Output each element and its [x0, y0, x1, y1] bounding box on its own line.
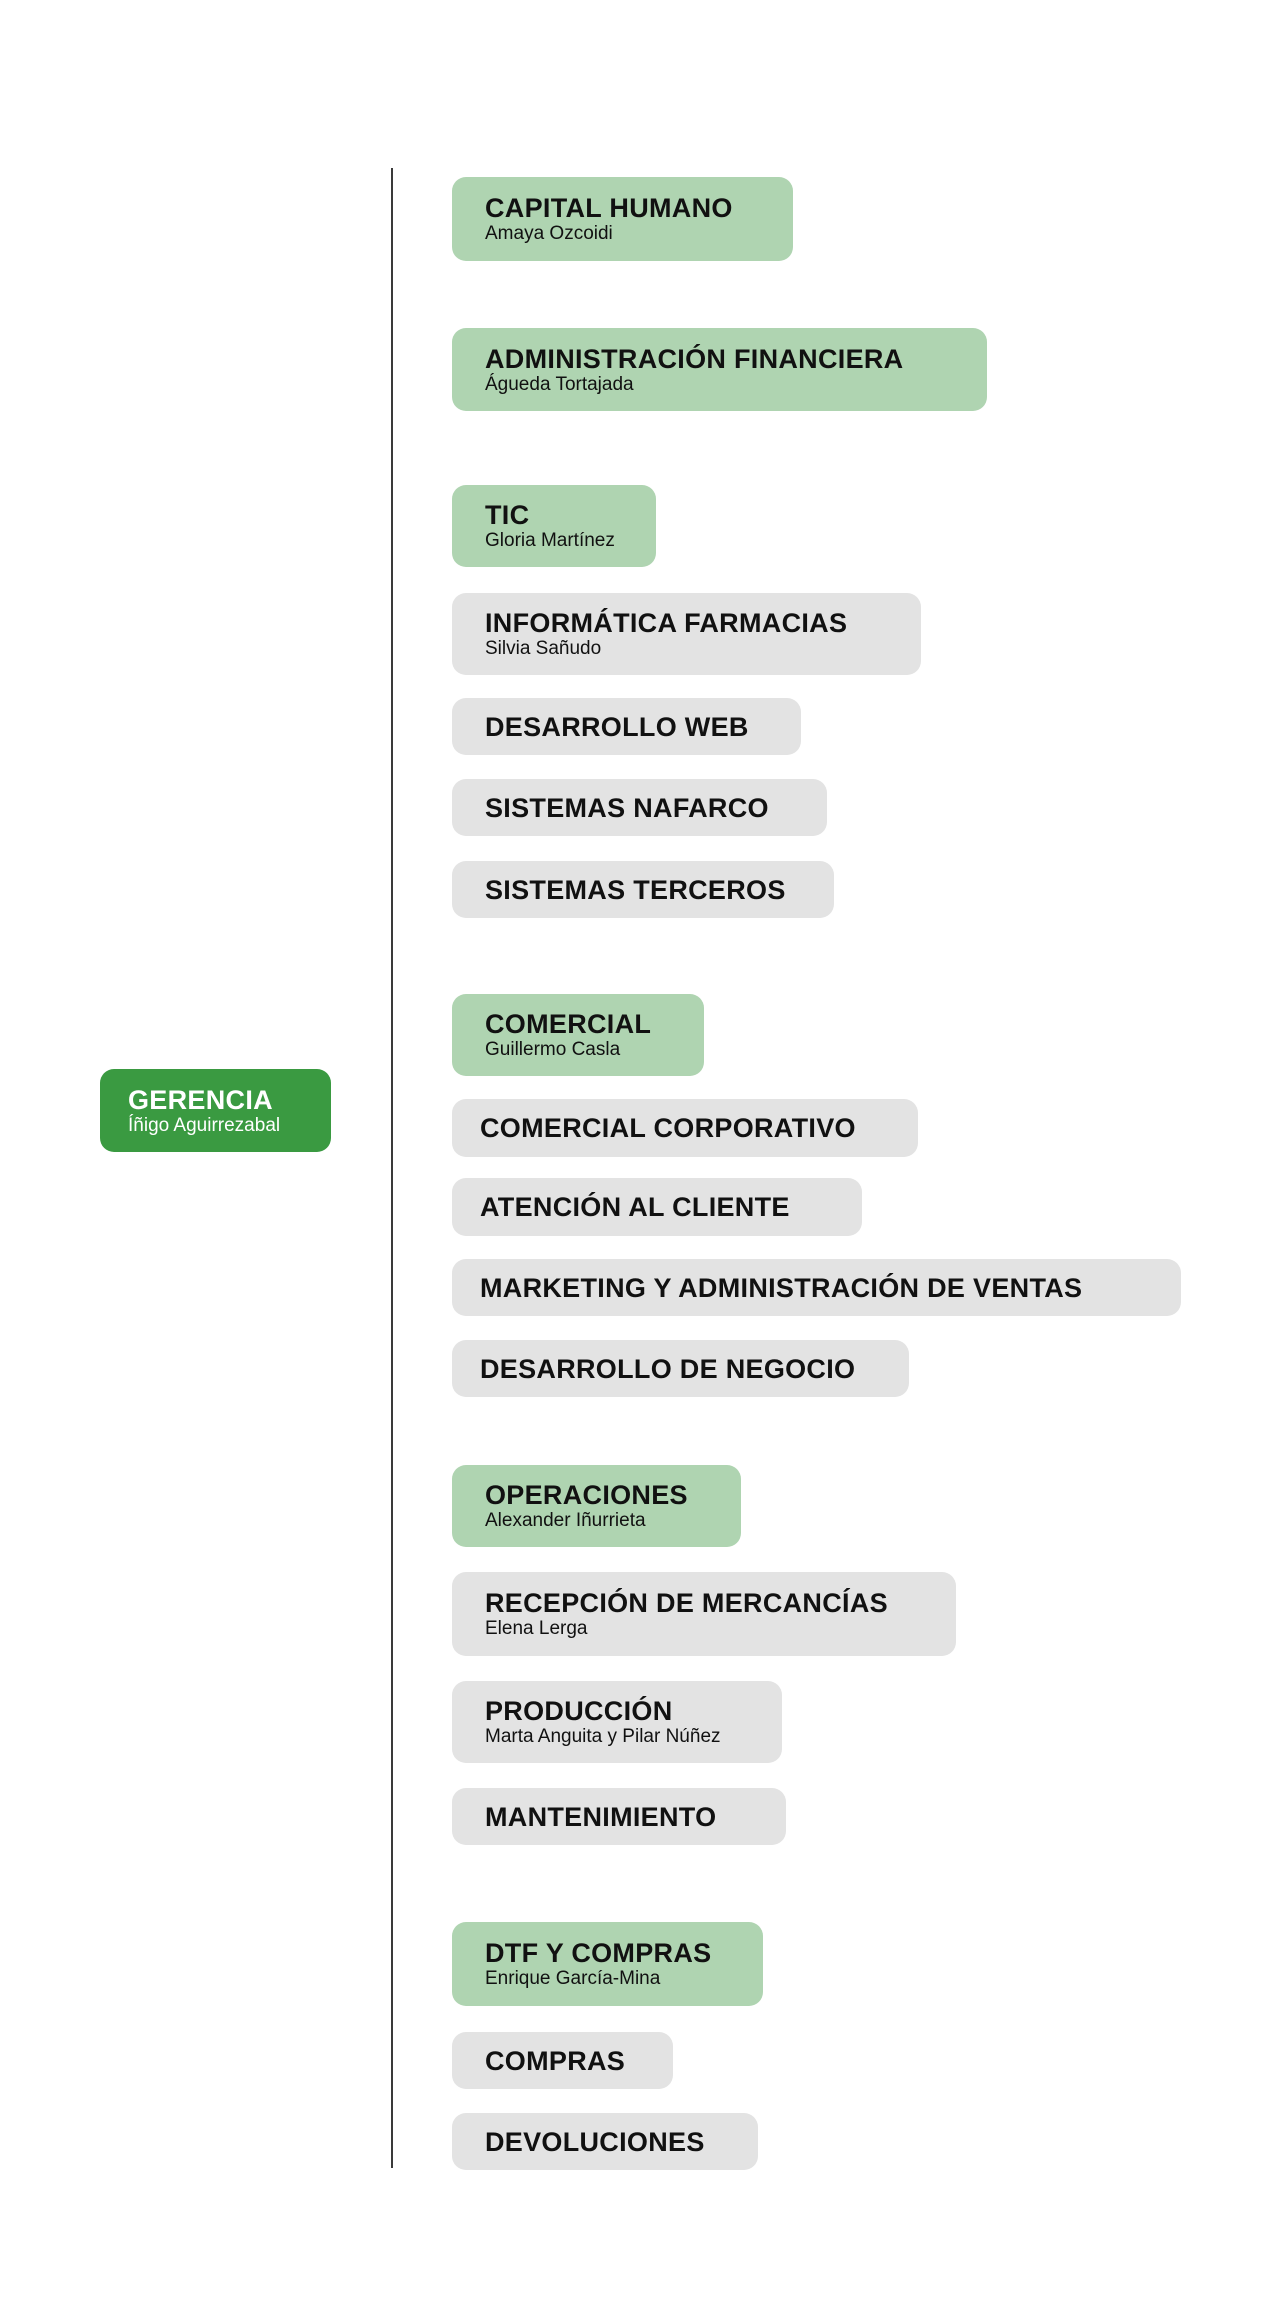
node-desarrollo-web[interactable]: DESARROLLO WEB [452, 698, 801, 755]
node-sistemas-nafarco[interactable]: SISTEMAS NAFARCO [452, 779, 827, 836]
node-title: DEVOLUCIONES [485, 2126, 705, 2157]
node-title: PRODUCCIÓN [485, 1696, 673, 1726]
node-compras[interactable]: COMPRAS [452, 2032, 673, 2089]
node-tic[interactable]: TIC Gloria Martínez [452, 485, 656, 567]
node-operaciones[interactable]: OPERACIONES Alexander Iñurrieta [452, 1465, 741, 1547]
node-title: MARKETING Y ADMINISTRACIÓN DE VENTAS [480, 1272, 1083, 1303]
node-title: COMERCIAL [485, 1009, 652, 1039]
node-title: DESARROLLO DE NEGOCIO [480, 1353, 856, 1384]
node-title: COMERCIAL CORPORATIVO [480, 1113, 856, 1143]
node-person: Silvia Sañudo [485, 638, 602, 659]
node-person: Enrique García-Mina [485, 1968, 661, 1989]
node-devoluciones[interactable]: DEVOLUCIONES [452, 2113, 758, 2170]
node-desarrollo-de-negocio[interactable]: DESARROLLO DE NEGOCIO [452, 1340, 909, 1397]
node-title: ATENCIÓN AL CLIENTE [480, 1192, 790, 1222]
node-title: RECEPCIÓN DE MERCANCÍAS [485, 1588, 888, 1618]
node-title: DTF Y COMPRAS [485, 1938, 712, 1968]
node-atencion-al-cliente[interactable]: ATENCIÓN AL CLIENTE [452, 1178, 862, 1236]
node-informatica-farmacias[interactable]: INFORMÁTICA FARMACIAS Silvia Sañudo [452, 593, 921, 675]
node-title: SISTEMAS TERCEROS [485, 874, 786, 905]
connector-line [391, 168, 393, 2168]
node-title: COMPRAS [485, 2045, 626, 2076]
node-title: INFORMÁTICA FARMACIAS [485, 608, 848, 638]
node-dtf-y-compras[interactable]: DTF Y COMPRAS Enrique García-Mina [452, 1922, 763, 2006]
node-title: OPERACIONES [485, 1480, 688, 1510]
node-mantenimiento[interactable]: MANTENIMIENTO [452, 1788, 786, 1845]
node-produccion[interactable]: PRODUCCIÓN Marta Anguita y Pilar Núñez [452, 1681, 782, 1763]
node-person: Marta Anguita y Pilar Núñez [485, 1726, 721, 1747]
node-person: Águeda Tortajada [485, 373, 634, 395]
node-title: SISTEMAS NAFARCO [485, 792, 769, 823]
node-title: CAPITAL HUMANO [485, 193, 733, 223]
node-comercial-corporativo[interactable]: COMERCIAL CORPORATIVO [452, 1099, 918, 1157]
node-title: GERENCIA [128, 1084, 273, 1115]
node-person: Gloria Martínez [485, 530, 615, 551]
node-title: ADMINISTRACIÓN FINANCIERA [485, 343, 904, 374]
node-capital-humano[interactable]: CAPITAL HUMANO Amaya Ozcoidi [452, 177, 793, 261]
node-marketing-administracion-ventas[interactable]: MARKETING Y ADMINISTRACIÓN DE VENTAS [452, 1259, 1181, 1316]
node-title: DESARROLLO WEB [485, 711, 749, 742]
node-person: Alexander Iñurrieta [485, 1510, 646, 1531]
node-gerencia[interactable]: GERENCIA Íñigo Aguirrezabal [100, 1069, 331, 1152]
node-title: MANTENIMIENTO [485, 1801, 717, 1832]
node-recepcion-mercancias[interactable]: RECEPCIÓN DE MERCANCÍAS Elena Lerga [452, 1572, 956, 1656]
node-person: Amaya Ozcoidi [485, 223, 613, 244]
node-comercial[interactable]: COMERCIAL Guillermo Casla [452, 994, 704, 1076]
node-sistemas-terceros[interactable]: SISTEMAS TERCEROS [452, 861, 834, 918]
node-person: Guillermo Casla [485, 1039, 621, 1060]
node-person: Íñigo Aguirrezabal [128, 1114, 281, 1136]
node-title: TIC [485, 500, 530, 530]
node-person: Elena Lerga [485, 1618, 588, 1639]
node-administracion-financiera[interactable]: ADMINISTRACIÓN FINANCIERA Águeda Tortaja… [452, 328, 987, 411]
